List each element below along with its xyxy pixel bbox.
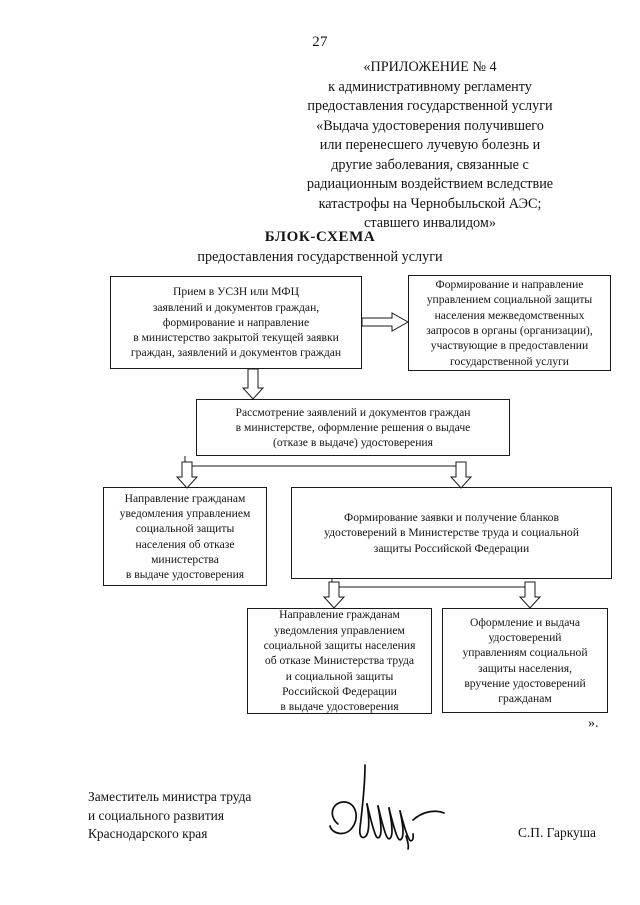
page-number: 27 <box>312 34 328 50</box>
flow-node-refusal-federal: Направление гражданам уведомления управл… <box>247 608 432 714</box>
handwritten-signature-icon <box>318 758 448 853</box>
signatory-role: Заместитель министра труда и социального… <box>88 789 252 842</box>
flow-node-interdepartmental-requests-label: Формирование и направление управлением с… <box>426 278 593 368</box>
connector-review-bus <box>178 456 468 474</box>
connector-forms-bus <box>325 579 535 593</box>
flow-node-intake-label: Прием в УСЗН или МФЦ заявлений и докумен… <box>130 285 342 360</box>
connector-review-to-refusal-regional <box>175 461 199 489</box>
flow-node-review-label: Рассмотрение заявлений и документов граж… <box>235 405 471 450</box>
connector-forms-to-refusal-federal <box>322 581 346 609</box>
flow-node-forms-request: Формирование заявки и получение бланков … <box>291 487 612 579</box>
flow-node-issue-certificates: Оформление и выдача удостоверений управл… <box>442 608 608 713</box>
scheme-title: БЛОК-СХЕМА <box>264 229 376 245</box>
closing-quote-mark: ». <box>588 716 599 731</box>
flow-node-refusal-federal-label: Направление гражданам уведомления управл… <box>263 608 416 714</box>
connector-intake-to-interdepartmental <box>361 310 410 334</box>
scheme-subtitle: предоставления государственной услуги <box>197 249 443 265</box>
connector-intake-to-review <box>241 368 265 400</box>
flow-node-review: Рассмотрение заявлений и документов граж… <box>196 399 510 456</box>
flow-node-refusal-regional-label: Направление гражданам уведомления управл… <box>119 491 251 582</box>
connector-forms-to-issue <box>518 581 542 609</box>
flow-node-issue-certificates-label: Оформление и выдача удостоверений управл… <box>462 615 588 706</box>
flow-node-interdepartmental-requests: Формирование и направление управлением с… <box>408 275 611 371</box>
appendix-heading: «ПРИЛОЖЕНИЕ № 4 к административному регл… <box>306 59 554 231</box>
flow-node-refusal-regional: Направление гражданам уведомления управл… <box>103 487 267 586</box>
connector-review-to-forms <box>449 461 473 489</box>
flow-node-forms-request-label: Формирование заявки и получение бланков … <box>324 511 579 555</box>
flow-node-intake: Прием в УСЗН или МФЦ заявлений и докумен… <box>110 276 362 369</box>
signatory-name: С.П. Гаркуша <box>518 825 596 840</box>
